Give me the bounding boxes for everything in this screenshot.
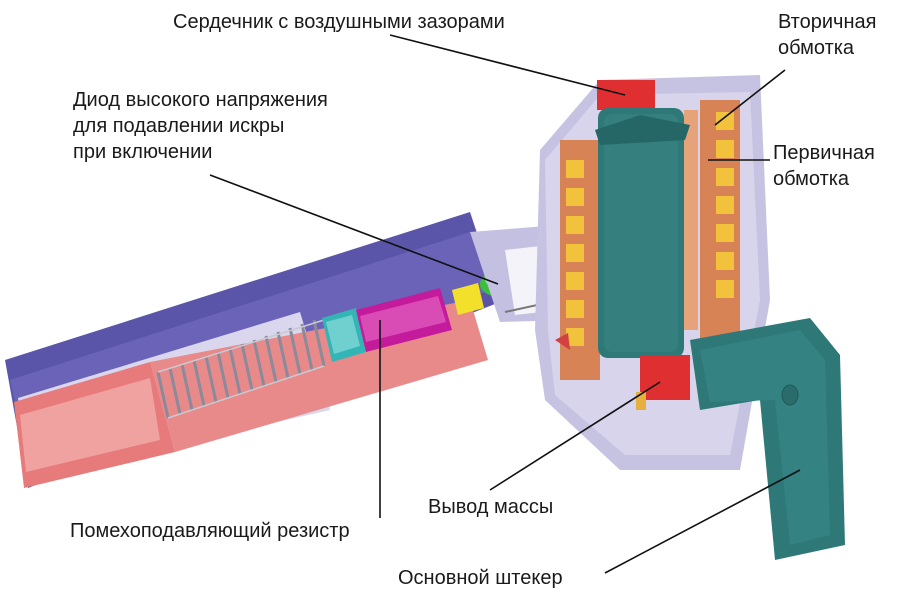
label-diode-line2: для подавлении искры	[73, 115, 285, 137]
label-primary-line2: обмотка	[773, 168, 850, 190]
label-diode-line3: при включении	[73, 141, 213, 163]
leader-lines	[209, 34, 801, 574]
label-secondary-winding: Вторичная обмотка	[778, 9, 876, 61]
label-secondary-line2: обмотка	[778, 37, 855, 59]
label-core: Сердечник с воздушными зазорами	[173, 11, 505, 33]
ground-terminal	[636, 392, 646, 410]
label-diode-line1: Диод высокого напряжения	[73, 89, 328, 111]
label-secondary-line1: Вторичная	[778, 11, 877, 33]
small-marker	[555, 333, 570, 350]
core-top-block	[597, 80, 655, 110]
core-bottom-block	[640, 355, 690, 400]
cyan-fitting	[322, 308, 366, 362]
label-diode: Диод высокого напряжения для подавлении …	[73, 87, 328, 165]
label-connector: Основной штекер	[398, 567, 563, 589]
spring	[156, 319, 326, 419]
label-primary-line1: Первичная	[773, 142, 875, 164]
label-primary-winding: Первичная обмотка	[773, 140, 875, 192]
label-resistor: Помехоподавляющий резистр	[70, 520, 350, 542]
main-connector	[690, 318, 845, 560]
label-ground: Вывод массы	[428, 496, 554, 518]
teal-core	[595, 108, 690, 358]
